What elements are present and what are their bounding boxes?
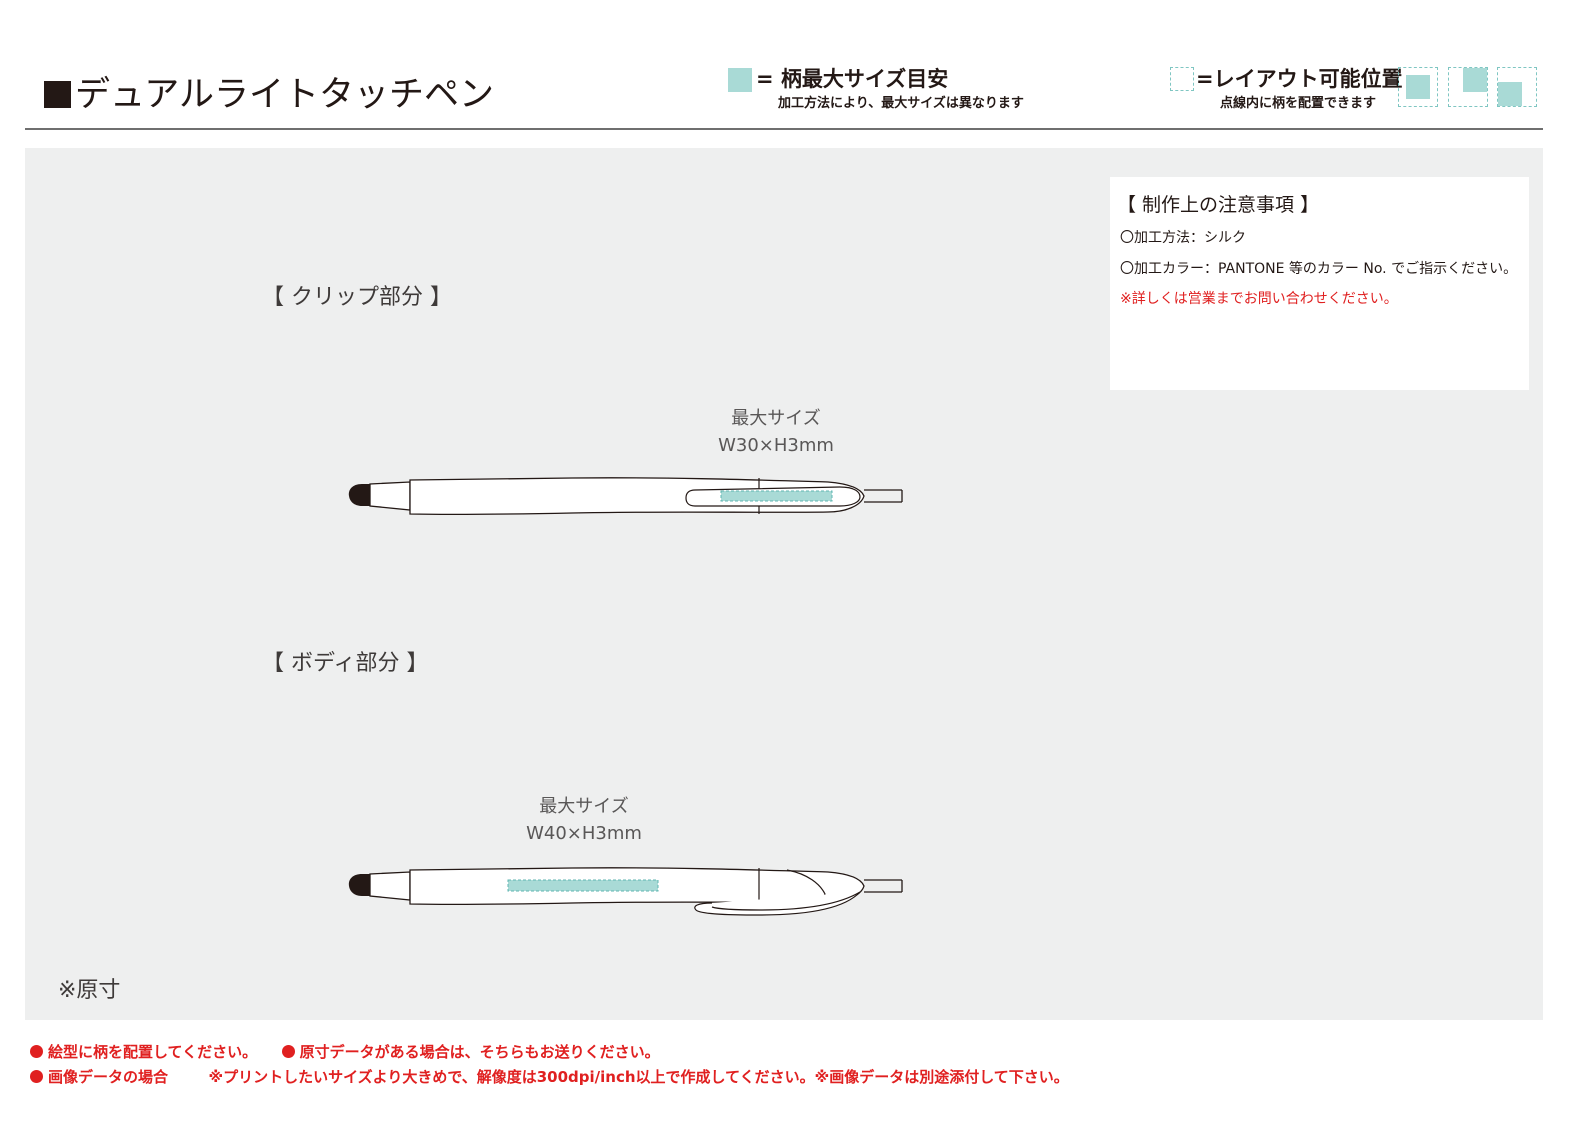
- clip-size-value: W30×H3mm: [718, 435, 834, 456]
- clip-print-area: [720, 490, 833, 502]
- production-notes-box: [1110, 177, 1529, 390]
- page-title: デュアルライトタッチペン: [44, 70, 494, 120]
- legend-layout-label: =レイアウト可能位置: [1196, 67, 1403, 91]
- footer-instruction-2: 原寸データがある場合は、そちらもお送りください。: [299, 1043, 660, 1061]
- bullet-dot-icon: [30, 1070, 43, 1083]
- layout-example-center-icon: [1398, 67, 1438, 107]
- footer-line-1: 絵型に柄を配置してください。 原寸データがある場合は、そちらもお送りください。: [30, 1041, 660, 1062]
- footer-line-2: 画像データの場合 ※プリントしたいサイズより大きめで、解像度は300dpi/in…: [30, 1066, 1069, 1087]
- page-title-text: デュアルライトタッチペン: [75, 75, 494, 115]
- bullet-dot-icon: [281, 1045, 295, 1058]
- title-square-icon: [44, 81, 71, 108]
- clip-size-label: 最大サイズ W30×H3mm: [676, 405, 876, 459]
- pen-body-view-illustration: [348, 867, 903, 916]
- layout-area-dashed-icon: [1170, 67, 1194, 91]
- legend-print-area-note: 加工方法により、最大サイズは異なります: [778, 96, 1024, 111]
- clip-size-title: 最大サイズ: [731, 408, 821, 429]
- pen-clip-view-illustration: [348, 477, 903, 516]
- notes-method: 〇加工方法：シルク: [1120, 230, 1246, 246]
- print-area-swatch-icon: [728, 68, 752, 92]
- legend-print-area-label: = 柄最大サイズ目安: [756, 67, 949, 91]
- layout-example-top-icon: [1448, 67, 1488, 107]
- body-size-label: 最大サイズ W40×H3mm: [484, 793, 684, 847]
- header-divider: [25, 128, 1543, 130]
- footer-instruction-1: 絵型に柄を配置してください。: [48, 1043, 258, 1061]
- scale-note: ※原寸: [58, 978, 121, 1003]
- notes-title: 【 制作上の注意事項 】: [1117, 194, 1320, 216]
- section-body-label: 【 ボディ部分 】: [262, 651, 429, 676]
- footer-image-data-note: ※プリントしたいサイズより大きめで、解像度は300dpi/inch以上で作成して…: [208, 1068, 1069, 1086]
- legend-layout-note: 点線内に柄を配置できます: [1220, 96, 1377, 111]
- section-clip-label: 【 クリップ部分 】: [262, 285, 452, 310]
- notes-color: 〇加工カラー：PANTONE 等のカラー No. でご指示ください。: [1120, 261, 1518, 277]
- footer-image-data-label: 画像データの場合: [48, 1068, 169, 1086]
- bullet-dot-icon: [30, 1045, 43, 1058]
- body-print-area: [507, 879, 659, 892]
- body-size-value: W40×H3mm: [526, 823, 642, 844]
- body-size-title: 最大サイズ: [539, 796, 629, 817]
- notes-warning: ※詳しくは営業までお問い合わせください。: [1120, 291, 1398, 307]
- layout-example-bottom-icon: [1497, 67, 1537, 107]
